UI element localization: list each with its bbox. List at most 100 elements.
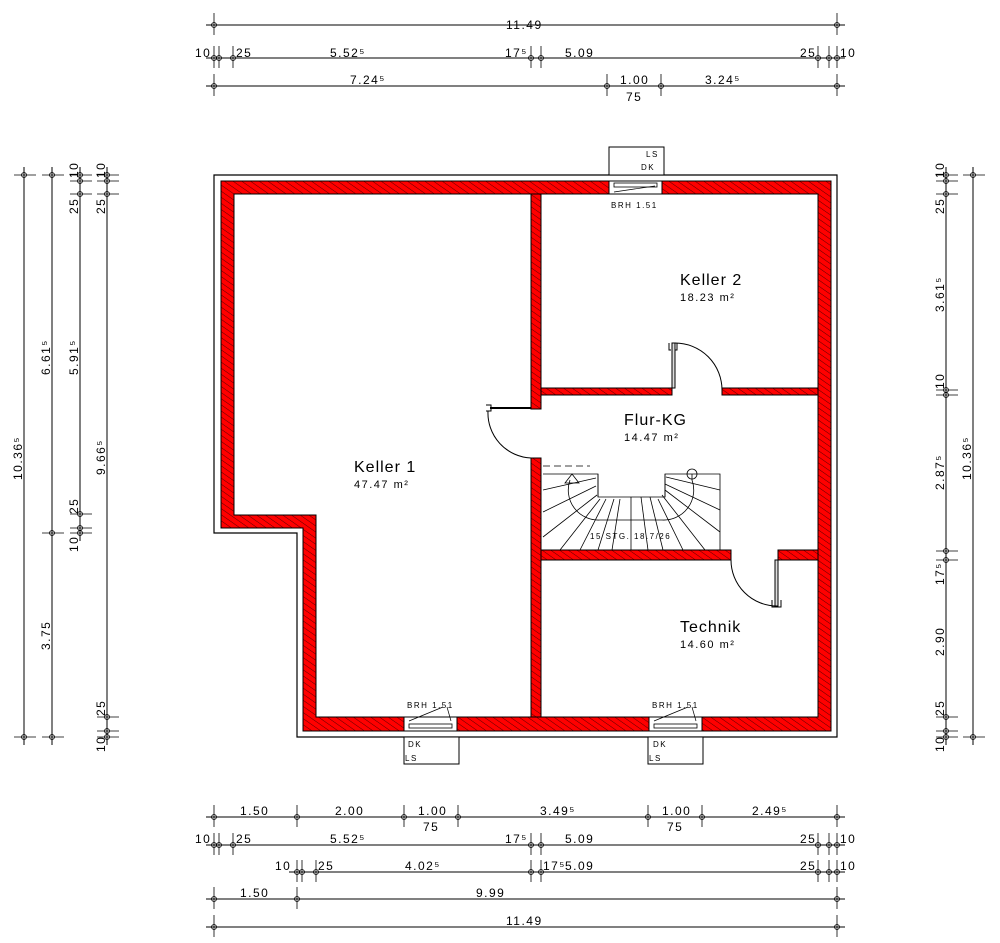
dim-text: 25 bbox=[94, 700, 108, 716]
dim-text: 3.24⁵ bbox=[705, 73, 741, 87]
dim-text: 3.49⁵ bbox=[540, 804, 576, 818]
dimension-texts-left: 10.36⁵ 6.61⁵ 3.75 10 25 5.91⁵ 25 10 10 2… bbox=[11, 162, 108, 752]
dimension-marker bbox=[815, 842, 821, 848]
dimension-marker bbox=[104, 734, 110, 740]
dimension-marker bbox=[604, 83, 610, 89]
dim-text: 7.24⁵ bbox=[350, 73, 386, 87]
window-sill-label: BRH 1.51 bbox=[407, 701, 454, 710]
dim-text: 25 bbox=[67, 198, 81, 214]
dimension-marker bbox=[943, 728, 949, 734]
dimension-marker bbox=[21, 172, 27, 178]
dim-text: 9.99 bbox=[476, 886, 505, 900]
dim-text: 10.36⁵ bbox=[11, 436, 25, 480]
stair-tread bbox=[657, 498, 684, 551]
dim-text: 5.52⁵ bbox=[330, 832, 366, 846]
dimension-marker bbox=[943, 734, 949, 740]
dim-text: 1.00 bbox=[620, 73, 649, 87]
dimension-marker bbox=[77, 191, 83, 197]
dimension-marker bbox=[49, 172, 55, 178]
room-area: 14.47 m² bbox=[624, 432, 679, 444]
dimension-marker bbox=[104, 728, 110, 734]
room-area: 47.47 m² bbox=[354, 479, 409, 491]
room-name: Flur-KG bbox=[624, 412, 687, 429]
dim-text: 1.00 bbox=[418, 804, 447, 818]
dim-text: 75 bbox=[626, 90, 642, 104]
dimension-marker bbox=[299, 869, 305, 875]
dimension-marker bbox=[77, 530, 83, 536]
dimension-marker bbox=[77, 178, 83, 184]
dim-text: 3.75 bbox=[39, 621, 53, 650]
dim-text: 2.87⁵ bbox=[933, 454, 947, 490]
dim-text: 25 bbox=[800, 832, 816, 846]
dim-text: 2.90 bbox=[933, 627, 947, 656]
dimension-marker bbox=[104, 714, 110, 720]
room-keller1: Keller 1 47.47 m² bbox=[354, 459, 415, 491]
dimension-marker bbox=[77, 511, 83, 517]
wall-technik-north-left bbox=[540, 549, 732, 561]
dimension-marker bbox=[834, 55, 840, 61]
window-shutter-label: LS bbox=[646, 150, 659, 159]
dim-text: 2.00 bbox=[335, 804, 364, 818]
room-area: 14.60 m² bbox=[680, 639, 735, 651]
room-technik: Technik 14.60 m² bbox=[680, 619, 740, 651]
dimension-marker bbox=[943, 548, 949, 554]
dim-text: 10 bbox=[94, 162, 108, 178]
dimension-marker bbox=[826, 842, 832, 848]
dimension-marker bbox=[216, 842, 222, 848]
dimension-marker bbox=[699, 814, 705, 820]
dimension-marker bbox=[943, 392, 949, 398]
window-sill-label: BRH 1.51 bbox=[652, 701, 699, 710]
outer-outline bbox=[213, 174, 838, 738]
dim-text: 10 bbox=[195, 832, 211, 846]
wall-keller1-east-lower bbox=[530, 457, 542, 718]
stair-tread bbox=[649, 496, 664, 551]
dimension-marker bbox=[538, 55, 544, 61]
stair-tread bbox=[611, 498, 621, 551]
window-north: LS DK BRH 1.51 bbox=[608, 146, 665, 210]
dimension-marker bbox=[834, 924, 840, 930]
dimension-marker bbox=[970, 734, 976, 740]
dim-text: 25 bbox=[800, 859, 816, 873]
dimension-marker bbox=[834, 842, 840, 848]
room-flur: Flur-KG 14.47 m² bbox=[624, 412, 687, 444]
dimension-marker bbox=[211, 924, 217, 930]
dimension-texts-right: 10 25 3.61⁵ 10 2.87⁵ 17⁵ 2.90 25 10 10.3… bbox=[933, 162, 974, 752]
dimension-marker bbox=[834, 22, 840, 28]
wall-technik-north-right bbox=[777, 549, 819, 561]
stair-tread bbox=[665, 476, 721, 491]
window-sill-label: BRH 1.51 bbox=[611, 201, 658, 210]
dimension-marker bbox=[401, 814, 407, 820]
dimension-marker bbox=[943, 714, 949, 720]
wall-keller2-south-right bbox=[721, 387, 819, 396]
dim-text: 10 bbox=[933, 736, 947, 752]
dim-text: 75 bbox=[423, 820, 439, 834]
dimension-marker bbox=[538, 869, 544, 875]
dimension-marker bbox=[528, 869, 534, 875]
dim-text: 10 bbox=[840, 832, 856, 846]
dimension-marker bbox=[538, 842, 544, 848]
stair-tread bbox=[559, 498, 601, 551]
dim-text: 10 bbox=[933, 162, 947, 178]
stair-tread bbox=[542, 485, 597, 513]
stair-tread bbox=[661, 494, 706, 551]
dim-text: 11.49 bbox=[506, 914, 543, 928]
dimension-marker bbox=[21, 734, 27, 740]
walls bbox=[220, 180, 832, 732]
dimension-marker bbox=[230, 842, 236, 848]
dimension-marker bbox=[49, 530, 55, 536]
dim-text: 9.66⁵ bbox=[94, 439, 108, 475]
dimension-marker bbox=[645, 814, 651, 820]
dimension-marker bbox=[211, 83, 217, 89]
door-technik bbox=[730, 559, 782, 608]
dimension-marker bbox=[943, 557, 949, 563]
staircase: 15 STG. 18.7/26 bbox=[542, 465, 721, 551]
dimension-marker bbox=[834, 83, 840, 89]
window-type-label: DK bbox=[641, 163, 655, 172]
dim-text: 3.61⁵ bbox=[933, 276, 947, 312]
dim-text: 5.52⁵ bbox=[330, 46, 366, 60]
dim-text: 17⁵ bbox=[933, 562, 947, 585]
dimension-marker bbox=[104, 172, 110, 178]
dimension-marker bbox=[77, 172, 83, 178]
window-south-technik: DK LS BRH 1.51 bbox=[647, 701, 704, 765]
stair-tread bbox=[664, 489, 721, 533]
